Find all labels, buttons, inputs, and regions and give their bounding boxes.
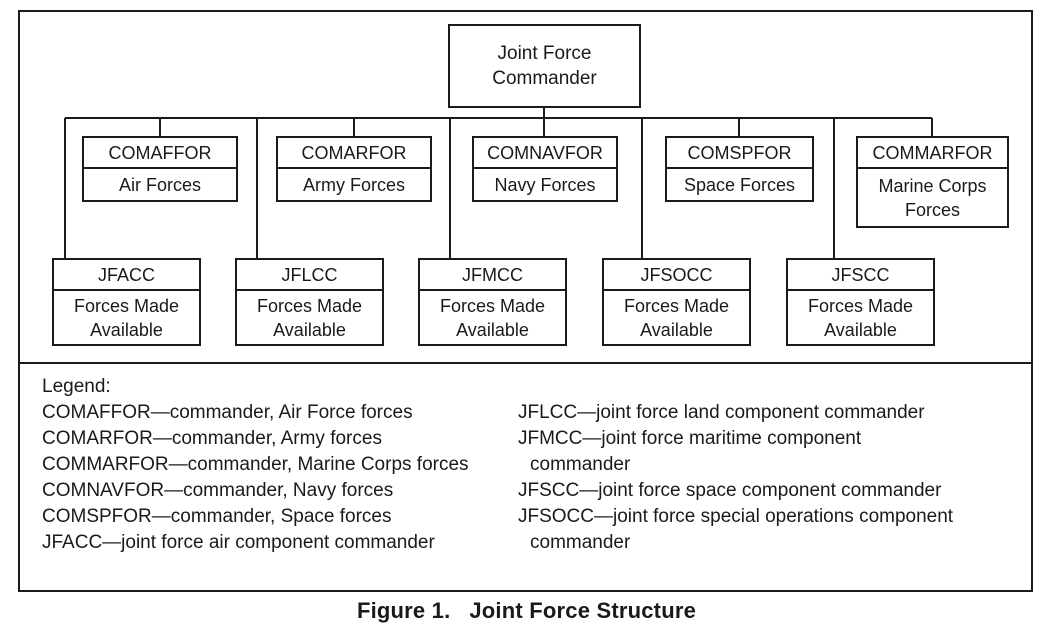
- functional-box-jfsocc: JFSOCC Forces Made Available: [602, 258, 751, 346]
- figure-caption: Figure 1. Joint Force Structure: [356, 598, 697, 623]
- functional-box-subtitle: Forces Made Available: [256, 295, 363, 340]
- legend-item: JFLCC—joint force land component command…: [518, 402, 925, 423]
- service-box-comnavfor: COMNAVFOR Navy Forces: [472, 136, 618, 202]
- legend-item: COMAFFOR—commander, Air Force forces: [42, 402, 413, 423]
- functional-box-subtitle: Forces Made Available: [807, 295, 914, 340]
- functional-box-jflcc: JFLCC Forces Made Available: [235, 258, 384, 346]
- service-box-title: COMSPFOR: [667, 138, 812, 169]
- service-box-subtitle: Space Forces: [683, 174, 796, 195]
- service-box-subtitle: Navy Forces: [494, 174, 596, 195]
- legend-item: JFSOCC—joint force special operations co…: [518, 506, 954, 553]
- legend-item: JFMCC—joint force maritime component com…: [518, 428, 862, 475]
- diagram-frame: Joint Force Commander COMAFFOR Air Force…: [18, 10, 1033, 592]
- functional-box-subtitle: Forces Made Available: [623, 295, 730, 340]
- legend-divider: [20, 362, 1031, 364]
- joint-force-commander-box: Joint Force Commander: [448, 24, 641, 108]
- functional-box-jfacc: JFACC Forces Made Available: [52, 258, 201, 346]
- service-box-commarfor: COMMARFOR Marine Corps Forces: [856, 136, 1009, 228]
- functional-box-title: JFSCC: [788, 260, 933, 291]
- legend-right-column: JFLCC—joint force land component command…: [518, 400, 1028, 556]
- functional-box-title: JFLCC: [237, 260, 382, 291]
- service-box-subtitle: Marine Corps Forces: [878, 175, 987, 220]
- legend-item: JFACC—joint force air component commande…: [42, 532, 435, 553]
- functional-box-subtitle: Forces Made Available: [73, 295, 180, 340]
- functional-box-jfmcc: JFMCC Forces Made Available: [418, 258, 567, 346]
- joint-force-commander-label: Joint Force Commander: [492, 43, 597, 89]
- service-box-title: COMARFOR: [278, 138, 430, 169]
- functional-box-title: JFSOCC: [604, 260, 749, 291]
- functional-box-jfscc: JFSCC Forces Made Available: [786, 258, 935, 346]
- legend-item: COMARFOR—commander, Army forces: [42, 428, 382, 449]
- functional-box-title: JFMCC: [420, 260, 565, 291]
- legend-item: COMNAVFOR—commander, Navy forces: [42, 480, 394, 501]
- legend-item: COMMARFOR—commander, Marine Corps forces: [42, 454, 469, 475]
- legend-item: JFSCC—joint force space component comman…: [518, 480, 942, 501]
- functional-box-title: JFACC: [54, 260, 199, 291]
- service-box-comaffor: COMAFFOR Air Forces: [82, 136, 238, 202]
- service-box-subtitle: Air Forces: [118, 174, 201, 195]
- service-box-title: COMMARFOR: [858, 138, 1007, 169]
- service-box-title: COMNAVFOR: [474, 138, 616, 169]
- connector-lines: [64, 108, 933, 258]
- service-box-title: COMAFFOR: [84, 138, 236, 169]
- service-box-comarfor: COMARFOR Army Forces: [276, 136, 432, 202]
- service-box-subtitle: Army Forces: [302, 174, 405, 195]
- legend-item: COMSPFOR—commander, Space forces: [42, 506, 392, 527]
- legend-left-column: Legend: COMAFFOR—commander, Air Force fo…: [42, 374, 512, 556]
- legend-title: Legend:: [42, 376, 111, 397]
- service-box-comspfor: COMSPFOR Space Forces: [665, 136, 814, 202]
- functional-box-subtitle: Forces Made Available: [439, 295, 546, 340]
